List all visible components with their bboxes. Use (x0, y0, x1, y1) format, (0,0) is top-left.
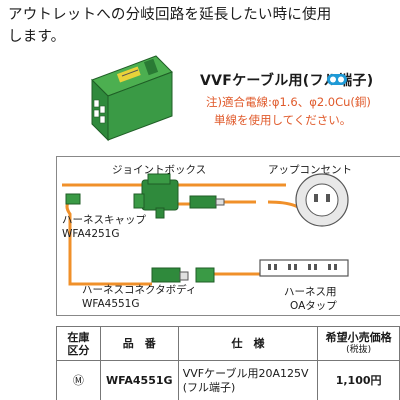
vvf-badge-icon (327, 74, 347, 85)
label-harness-connector: ハーネスコネクタボディ (82, 284, 197, 296)
spec-table: 在庫 区分 品 番 仕 様 希望小売価格 (税抜) Ⓜ WFA4551G VVF… (56, 326, 400, 400)
harness-cap-shape (65, 193, 81, 205)
label-oa-tap-line2: OAタップ (290, 300, 337, 312)
note-wire-size: 注)適合電線:φ1.6、φ2.0Cu(銅) (206, 95, 371, 109)
product-image (91, 55, 173, 142)
wiring-diagram (62, 173, 349, 286)
label-up-outlet: アップコンセント (268, 164, 352, 176)
note-single-wire: 単線を使用してください。 (214, 113, 352, 127)
header-price: 希望小売価格 (税抜) (317, 326, 400, 361)
header-part-number: 品 番 (99, 326, 179, 361)
label-harness-connector-code: WFA4551G (82, 298, 140, 310)
header-stock: 在庫 区分 (56, 326, 101, 361)
diagram-frame (56, 156, 400, 316)
spec-table-header: 在庫 区分 品 番 仕 様 希望小売価格 (税抜) (56, 326, 400, 361)
table-row: Ⓜ WFA4551G VVFケーブル用20A125V (フル端子) 1,100円 (56, 360, 400, 400)
cell-part-number: WFA4551G (99, 360, 179, 400)
intro-line-1: アウトレットへの分岐回路を延長したい時に使用 (8, 7, 332, 23)
label-joint-box: ジョイントボックス (112, 164, 207, 176)
header-spec: 仕 様 (177, 326, 319, 361)
harness-connector-top (189, 195, 217, 209)
oa-tap-shape (259, 259, 349, 277)
cell-spec: VVFケーブル用20A125V (フル端子) (177, 360, 319, 400)
cell-stock: Ⓜ (56, 360, 101, 400)
intro-text: アウトレットへの分岐回路を延長したい時に使用 します。 (8, 4, 392, 48)
label-harness-cap: ハーネスキャップ (62, 214, 146, 226)
harness-connector-body (151, 267, 181, 283)
product-title: VVFケーブル用(フル端子) (200, 73, 374, 89)
label-oa-tap-line1: ハーネス用 (284, 286, 337, 298)
intro-line-2: します。 (8, 29, 66, 45)
label-harness-cap-code: WFA4251G (62, 228, 120, 240)
cell-price: 1,100円 (317, 360, 400, 400)
